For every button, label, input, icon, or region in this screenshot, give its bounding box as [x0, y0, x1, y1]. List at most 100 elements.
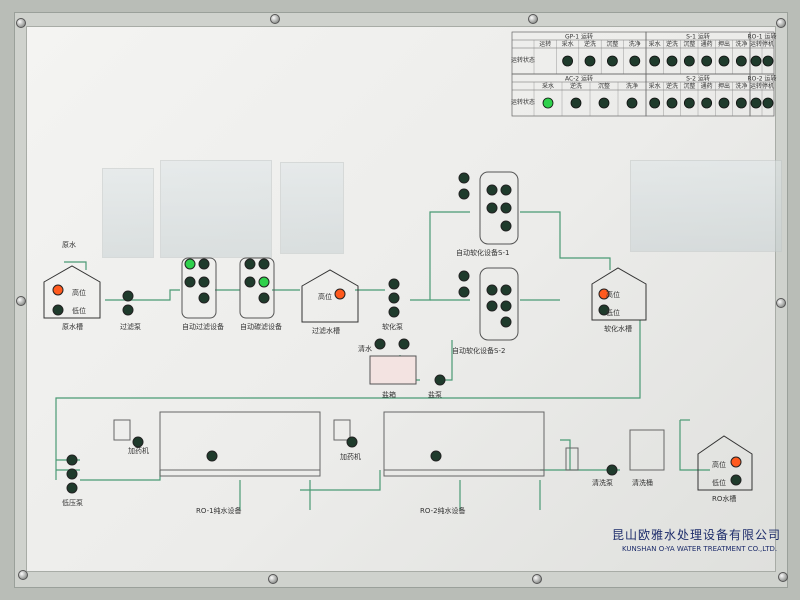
- status-header-cell: 逆洗: [584, 40, 596, 48]
- status-lamp-off: [562, 55, 573, 67]
- label-auto-carbon: 自动碳滤设备: [240, 323, 282, 331]
- indicator-lamp-off: [258, 258, 270, 270]
- indicator-lamp-off: [486, 184, 498, 196]
- indicator-lamp-off: [500, 300, 512, 312]
- indicator-lamp-off: [500, 202, 512, 214]
- label-high-level-raw: 高位: [72, 289, 86, 297]
- indicator-lamp-on: [184, 258, 196, 270]
- indicator-lamp-off: [486, 202, 498, 214]
- label-softener-pump: 软化泵: [382, 323, 403, 331]
- status-row-label: 运转状态: [511, 98, 535, 106]
- label-low-level-ro: 低位: [712, 479, 726, 487]
- indicator-lamp-off: [122, 304, 134, 316]
- status-header-cell: 通药: [701, 40, 713, 48]
- status-header-cell: 停机: [762, 40, 774, 48]
- status-group: RO-1 运转运转停机: [748, 31, 776, 75]
- indicator-lamp-off: [66, 482, 78, 494]
- status-header-cell: 沉整: [606, 40, 618, 48]
- status-lamp-off: [649, 55, 661, 67]
- screw: [528, 14, 538, 24]
- indicator-lamp-off: [486, 284, 498, 296]
- status-lamp-off: [735, 97, 747, 109]
- label-filtered-tank: 过滤水槽: [312, 327, 340, 335]
- status-group-title: S-2 运转: [686, 75, 710, 83]
- indicator-lamp-off: [500, 220, 512, 232]
- status-lamp-off: [718, 55, 730, 67]
- screw: [532, 574, 542, 584]
- status-header-cell: 停机: [762, 82, 774, 90]
- window-reflection-mid: [160, 160, 272, 258]
- status-header-cell: 采水: [542, 82, 554, 90]
- status-lamp-off: [762, 97, 774, 109]
- status-header-cell: 运转: [750, 82, 762, 90]
- label-ro2: RO-2纯水设备: [420, 507, 466, 515]
- status-lamp-off: [701, 55, 713, 67]
- label-raw-water: 原水: [62, 241, 76, 249]
- status-header-cell: 运转: [750, 40, 762, 48]
- status-lamp-off: [584, 55, 596, 67]
- label-high-level-softened: 高位: [606, 291, 620, 299]
- status-group: S-1 运转采水逆洗沉整通药押出洗净: [645, 31, 751, 75]
- indicator-lamp-off: [244, 258, 256, 270]
- status-group-title: AC-2 运转: [565, 75, 593, 83]
- status-group: S-2 运转采水逆洗沉整通药押出洗净: [645, 73, 751, 117]
- label-filter-pump: 过滤泵: [120, 323, 141, 331]
- label-raw-water-tank: 原水槽: [62, 323, 83, 331]
- status-header-cell: 洗净: [735, 40, 747, 48]
- indicator-lamp-off: [458, 172, 470, 184]
- status-header-cell: 运转: [539, 40, 551, 48]
- status-lamp-off: [666, 55, 678, 67]
- filter-vessels: [181, 171, 519, 385]
- indicator-lamp-off: [244, 276, 256, 288]
- label-high-level-filtered: 高位: [318, 293, 332, 301]
- status-header-cell: 洗净: [629, 40, 641, 48]
- screw: [776, 18, 786, 28]
- indicator-lamp-off: [458, 286, 470, 298]
- indicator-lamp-off: [458, 188, 470, 200]
- status-header-cell: 通药: [701, 82, 713, 90]
- indicator-lamp-off: [122, 290, 134, 302]
- status-lamp-off: [626, 97, 638, 109]
- status-header-cell: 逆洗: [666, 82, 678, 90]
- label-clear-water: 清水: [358, 345, 372, 353]
- status-table: GP-1 运转运转状态运转采水逆洗沉整洗净S-1 运转采水逆洗沉整通药押出洗净R…: [511, 31, 776, 117]
- screw: [16, 296, 26, 306]
- label-high-level-ro: 高位: [712, 461, 726, 469]
- indicator-lamps: [52, 172, 742, 494]
- label-auto-softener-2: 自动软化设备S-2: [452, 347, 506, 355]
- pipe: [80, 470, 161, 481]
- label-salt-tank: 盐箱: [382, 391, 396, 399]
- label-salt-pump: 盐泵: [428, 391, 442, 399]
- status-lamp-off: [701, 97, 713, 109]
- indicator-lamp-off: [388, 306, 400, 318]
- label-high-pressure-pump: 低压泵: [62, 499, 83, 507]
- indicator-lamp-off: [66, 454, 78, 466]
- pipe: [410, 211, 470, 301]
- pipe: [105, 289, 180, 301]
- label-dosing-2: 加药机: [340, 453, 361, 461]
- status-group: GP-1 运转运转状态运转采水逆洗沉整洗净: [511, 31, 647, 75]
- ro-water-tank: [697, 435, 753, 491]
- indicator-lamp-off: [388, 278, 400, 290]
- indicator-lamp-off: [206, 450, 218, 462]
- indicator-lamp-off: [500, 284, 512, 296]
- indicator-lamp-off: [486, 300, 498, 312]
- mimic-panel: [26, 26, 776, 572]
- label-auto-softener-1: 自动软化设备S-1: [456, 249, 510, 257]
- status-lamp-off: [750, 55, 762, 67]
- screw: [268, 574, 278, 584]
- status-lamp-off: [598, 97, 610, 109]
- indicator-lamp-off: [398, 338, 410, 350]
- label-cleaning-tank: 清洗桶: [632, 479, 653, 487]
- pipe: [440, 340, 453, 381]
- status-lamp-off: [649, 97, 661, 109]
- status-header-cell: 洗净: [735, 82, 747, 90]
- label-softened-tank: 软化水槽: [604, 325, 632, 333]
- label-auto-filter: 自动过滤设备: [182, 323, 224, 331]
- indicator-lamp-off: [458, 270, 470, 282]
- indicator-lamp-off: [388, 292, 400, 304]
- ro-skids: [113, 411, 665, 477]
- status-header-cell: 沉整: [683, 82, 695, 90]
- indicator-lamp-off: [500, 316, 512, 328]
